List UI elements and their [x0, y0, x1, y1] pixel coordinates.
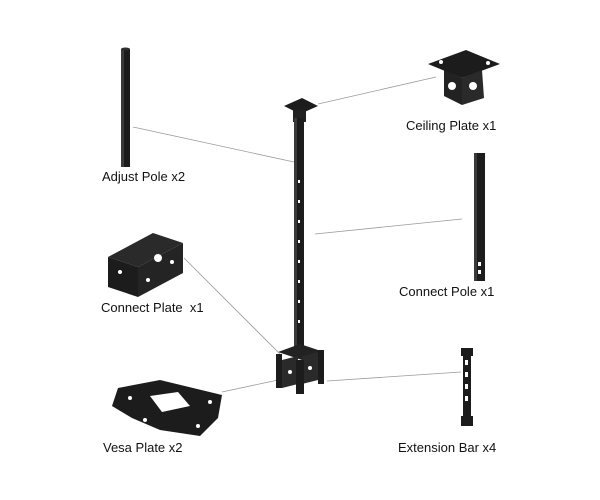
ceiling-plate-image: [428, 50, 500, 105]
label-adjust-pole: Adjust Pole x2: [102, 169, 186, 184]
label-ceiling-plate: Ceiling Plate x1: [406, 118, 497, 133]
connect-pole-image: [474, 153, 485, 281]
label-extension-bar: Extension Bar x4: [398, 440, 497, 455]
label-connect-plate: Connect Plate x1: [101, 300, 204, 315]
vesa-plate-image: [112, 380, 222, 436]
leader-line-extension-bar: [326, 371, 462, 382]
label-vesa-plate: Vesa Plate x2: [103, 440, 183, 455]
leader-line-vesa-plate: [221, 379, 279, 393]
leader-line-connect-pole: [314, 218, 463, 235]
leader-lines: [132, 76, 463, 393]
leader-line-ceiling-plate: [317, 76, 437, 105]
leader-line-connect-plate: [183, 257, 283, 357]
connect-plate-image: [108, 233, 183, 297]
leader-line-adjust-pole: [132, 126, 295, 163]
extension-bar-image: [461, 348, 473, 426]
adjust-pole-image: [121, 47, 130, 167]
assembled-mount-image: [276, 98, 324, 394]
label-connect-pole: Connect Pole x1: [399, 284, 495, 299]
